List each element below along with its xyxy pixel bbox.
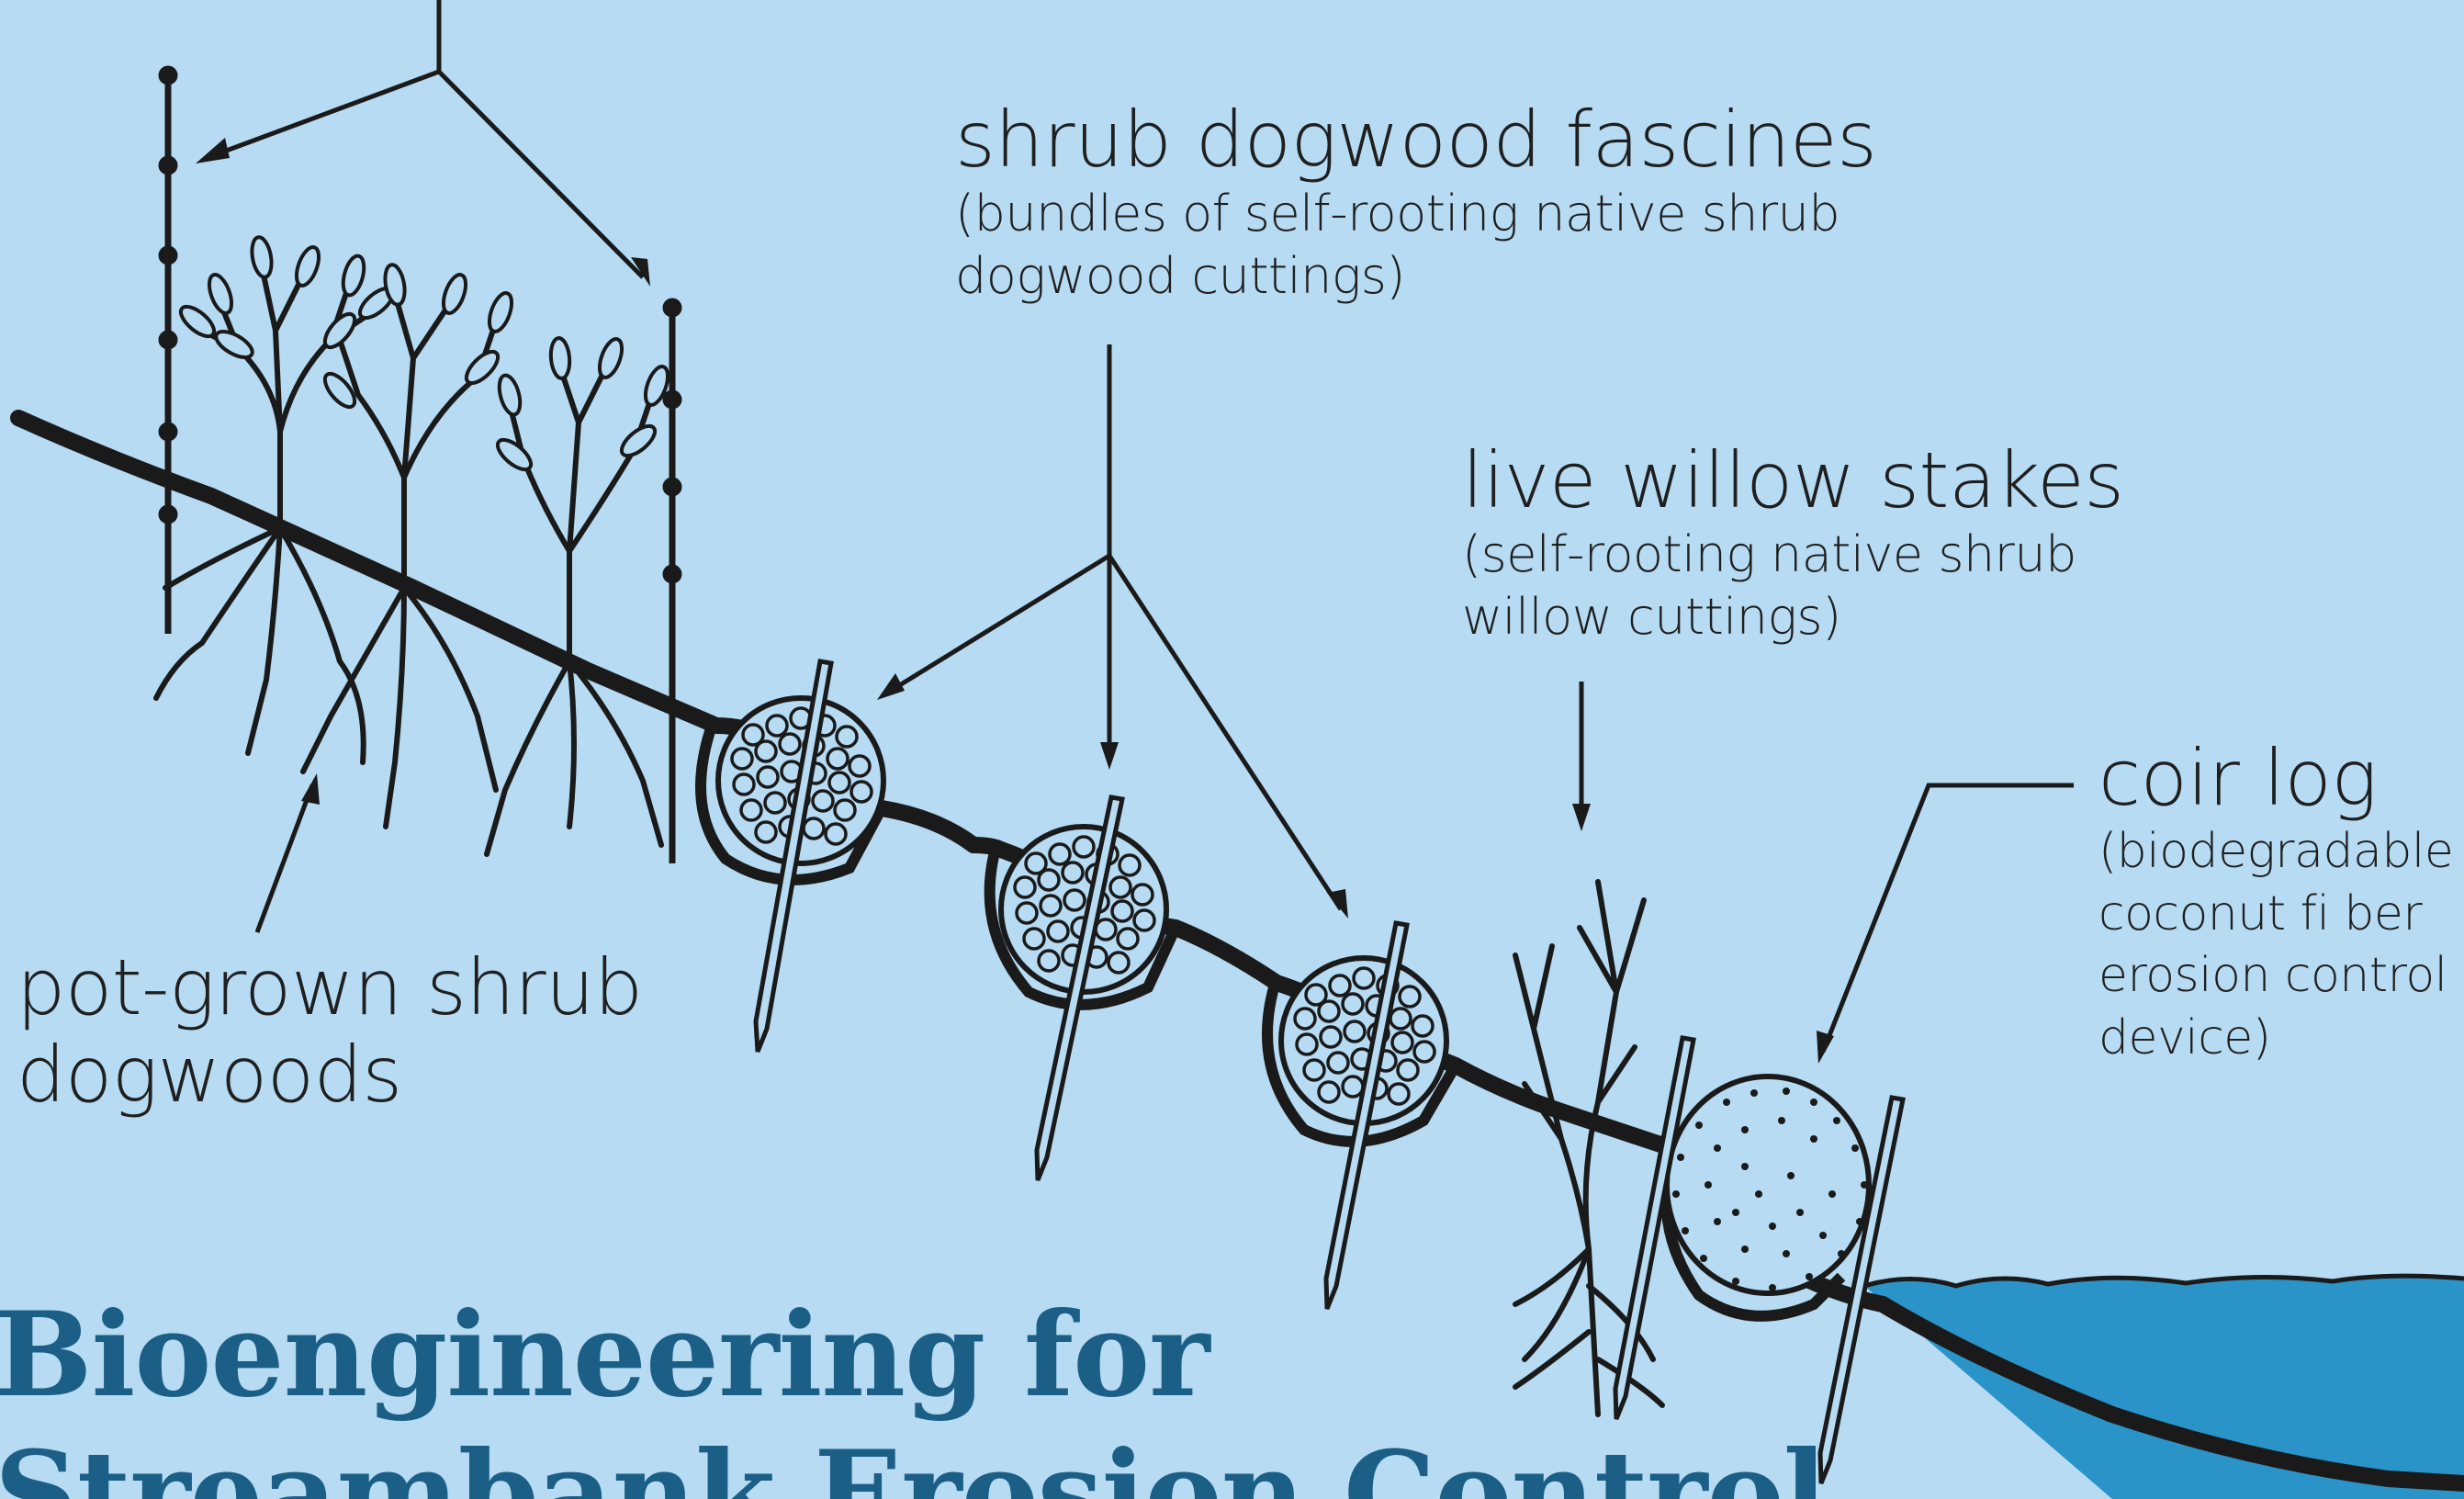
coir-desc-line2: coconut fi ber (2098, 884, 2453, 946)
coir-desc-line1: (biodegradable (2098, 821, 2453, 884)
willow-desc-line2: willow cuttings) (1462, 586, 2124, 648)
coir-desc-line3: erosion control (2098, 945, 2453, 1008)
coir-label: coir log (biodegradable coconut fi ber e… (2098, 735, 2453, 1069)
title-line1: Bioengineering for (0, 1286, 1826, 1425)
page-title: Bioengineering for Streambank Erosion Co… (0, 1286, 1826, 1499)
support-stakes (162, 69, 679, 863)
shrubs-line1: pot-grown shrub (17, 944, 643, 1031)
coir-desc-line4: device) (2098, 1008, 2453, 1070)
fascines-title: shrub dogwood fascines (955, 96, 1876, 183)
shrubs-label: pot-grown shrub dogwoods (17, 944, 643, 1119)
coir-log (1667, 1076, 1869, 1293)
stream-water (1864, 1276, 2464, 1499)
fascines-desc-line2: dogwood cuttings) (955, 245, 1876, 308)
title-line2: Streambank Erosion Control (0, 1425, 1826, 1499)
fascines-desc-line1: (bundles of self-rooting native shrub (955, 183, 1876, 245)
shrubs-line2: dogwoods (17, 1031, 643, 1119)
fascines-label: shrub dogwood fascines (bundles of self-… (955, 96, 1876, 308)
willow-desc-line1: (self-rooting native shrub (1462, 524, 2124, 586)
willow-label: live willow stakes (self-rooting native … (1462, 437, 2124, 648)
willow-title: live willow stakes (1462, 437, 2124, 524)
coir-title: coir log (2098, 735, 2453, 821)
